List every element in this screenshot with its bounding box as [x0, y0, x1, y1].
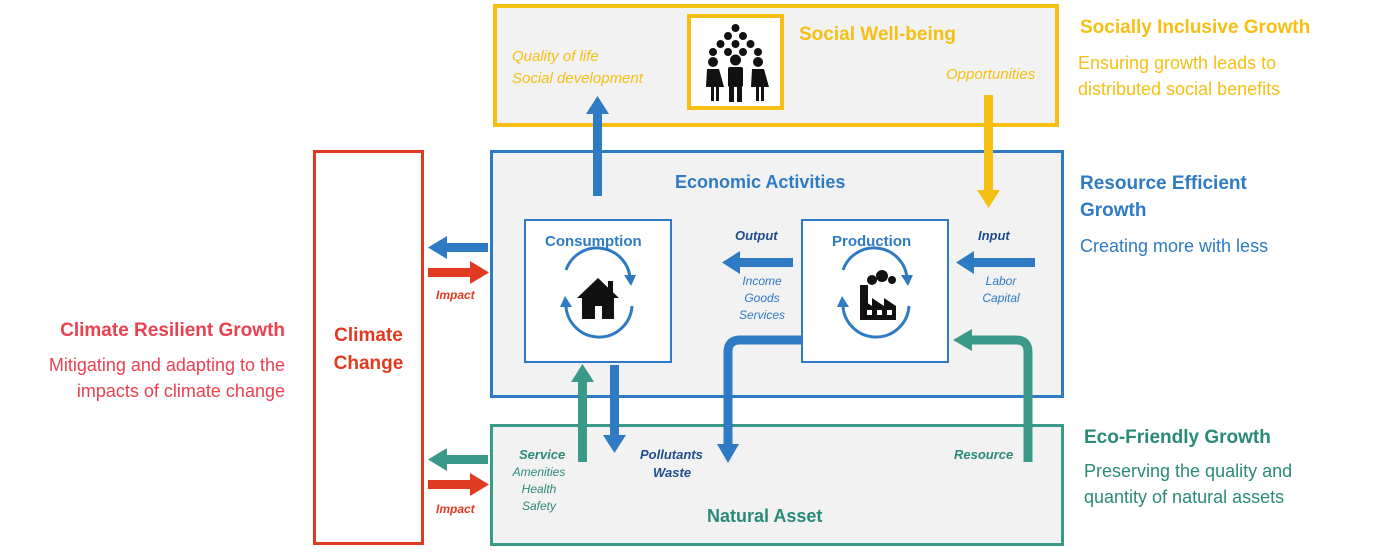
input-arrow — [956, 251, 1035, 274]
quality-of-life-arrow — [586, 96, 609, 196]
socially-inclusive-title: Socially Inclusive Growth — [1080, 17, 1311, 38]
pollutants-pipe-arrow — [717, 335, 801, 463]
resource-efficient-title-2: Growth — [1080, 200, 1147, 221]
service-item-amenities: Amenities — [512, 465, 566, 479]
impact-label-top: Impact — [436, 288, 475, 302]
input-item-labor: Labor — [985, 274, 1017, 288]
output-item-goods: Goods — [744, 291, 780, 305]
resource-efficient-desc: Creating more with less — [1080, 236, 1269, 256]
eco-friendly-desc-2: quantity of natural assets — [1084, 487, 1285, 507]
socially-inclusive-desc-1: Ensuring growth leads to — [1078, 53, 1277, 73]
input-label: Input — [978, 228, 1010, 243]
opportunities-arrow — [977, 95, 1000, 208]
people-icon-box — [687, 14, 784, 110]
climate-change-box — [313, 150, 424, 545]
eco-friendly-desc-1: Preserving the quality and — [1084, 461, 1293, 481]
climate-top-impact-arrow — [428, 261, 489, 284]
climate-change-title: Climate Change — [313, 322, 424, 378]
climate-bottom-impact-arrow — [428, 473, 489, 496]
climate-bottom-out-arrow — [428, 448, 488, 471]
output-items: Income Goods Services — [734, 273, 790, 324]
consumption-waste-arrow — [603, 365, 626, 453]
house-cycle-icon — [560, 246, 636, 339]
output-item-income: Income — [742, 274, 782, 288]
input-item-capital: Capital — [982, 291, 1020, 305]
service-items: Amenities Health Safety — [509, 464, 569, 515]
climate-title-line-1: Climate — [334, 325, 403, 346]
people-group-icon — [706, 24, 769, 102]
consumption-title: Consumption — [545, 233, 642, 250]
resource-label: Resource — [954, 447, 1014, 462]
output-item-services: Services — [738, 308, 785, 322]
resource-pipe-arrow — [953, 329, 1033, 462]
climate-top-out-arrow — [428, 236, 488, 259]
production-title: Production — [832, 233, 912, 250]
climate-resilient-desc-1: Mitigating and adapting to the — [48, 355, 285, 375]
socially-inclusive-desc-2: distributed social benefits — [1078, 79, 1281, 99]
impact-label-bottom: Impact — [436, 502, 475, 516]
natural-asset-title: Natural Asset — [707, 506, 823, 526]
factory-cycle-icon — [837, 246, 913, 339]
quality-of-life-label: Quality of life — [512, 48, 599, 65]
eco-friendly-title: Eco-Friendly Growth — [1084, 427, 1271, 448]
service-item-health: Health — [521, 482, 557, 496]
waste-label: Waste — [653, 465, 692, 480]
service-arrow — [571, 364, 594, 462]
resource-efficient-title-1: Resource Efficient — [1080, 173, 1247, 194]
output-arrow — [722, 251, 793, 274]
economic-activities-title: Economic Activities — [675, 172, 846, 192]
pollutants-label: Pollutants — [640, 447, 703, 462]
social-development-label: Social development — [512, 70, 643, 87]
input-items: Labor Capital — [978, 273, 1024, 307]
service-item-safety: Safety — [521, 499, 557, 513]
service-label: Service — [519, 447, 566, 462]
climate-title-line-2: Change — [333, 353, 404, 374]
opportunities-label: Opportunities — [946, 66, 1036, 83]
climate-resilient-title: Climate Resilient Growth — [60, 320, 285, 341]
climate-resilient-desc-2: impacts of climate change — [76, 381, 285, 401]
social-wellbeing-title: Social Well-being — [799, 24, 956, 45]
output-label: Output — [735, 228, 778, 243]
production-box — [801, 219, 949, 363]
